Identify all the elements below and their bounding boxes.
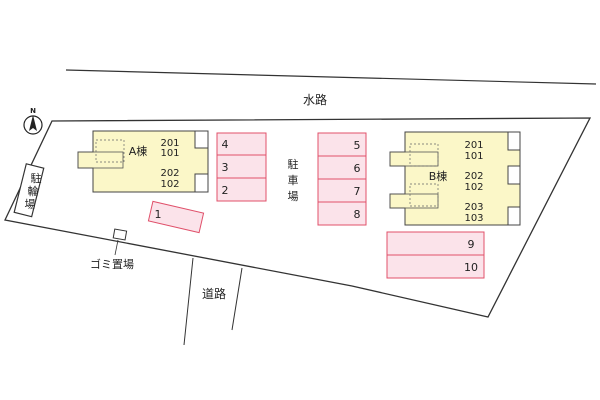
north-arrow-icon: N	[23, 107, 43, 135]
building-a-name: A棟	[129, 144, 148, 158]
parking-space-10-label: 10	[464, 261, 478, 274]
parking-space-5-label: 5	[354, 139, 361, 152]
building-a-unit-201: 201	[160, 138, 179, 149]
parking-column-left	[216, 132, 267, 202]
parking-char-2: 車	[288, 173, 299, 187]
parking-column-right	[317, 132, 367, 226]
parking-space-4-label: 4	[222, 138, 229, 151]
parking-space-2-label: 2	[222, 184, 229, 197]
building-b-name: B棟	[429, 169, 448, 183]
parking-space-6-label: 6	[354, 162, 361, 175]
building-a	[77, 130, 209, 193]
garbage-area	[112, 228, 128, 241]
building-b-unit-203: 203	[464, 202, 483, 213]
parking-space-3-label: 3	[222, 161, 229, 174]
road-label: 道路	[202, 286, 226, 301]
svg-text:N: N	[30, 107, 36, 115]
building-b-unit-101: 101	[464, 151, 483, 162]
bicycle-parking-char-1: 駐	[31, 171, 42, 185]
parking-space-7-label: 7	[354, 185, 361, 198]
parking-row-bottom	[386, 231, 485, 279]
parking-char-3: 場	[288, 190, 299, 203]
parking-space-1	[147, 200, 205, 234]
road-line-right	[231, 267, 243, 331]
building-b-unit-202: 202	[464, 171, 483, 182]
bicycle-parking	[13, 163, 45, 218]
building-b-unit-201: 201	[464, 140, 483, 151]
waterway-line	[65, 69, 597, 85]
parking-char-1: 駐	[288, 157, 299, 171]
bicycle-parking-char-3: 場	[25, 198, 36, 211]
building-b-unit-103: 103	[464, 213, 483, 224]
parking-space-1-label: 1	[155, 208, 162, 221]
building-a-unit-202: 202	[160, 168, 179, 179]
building-b-unit-102: 102	[464, 182, 483, 193]
building-a-unit-101: 101	[160, 148, 179, 159]
garbage-label: ゴミ置場	[90, 257, 134, 271]
waterway-label: 水路	[303, 92, 327, 107]
road-line-left	[183, 257, 194, 346]
garbage-leader	[114, 239, 119, 256]
bicycle-parking-char-2: 輪	[28, 184, 39, 198]
building-a-unit-102: 102	[160, 179, 179, 190]
parking-space-9-label: 9	[468, 238, 475, 251]
parking-space-8-label: 8	[354, 208, 361, 221]
building-b	[389, 131, 521, 226]
